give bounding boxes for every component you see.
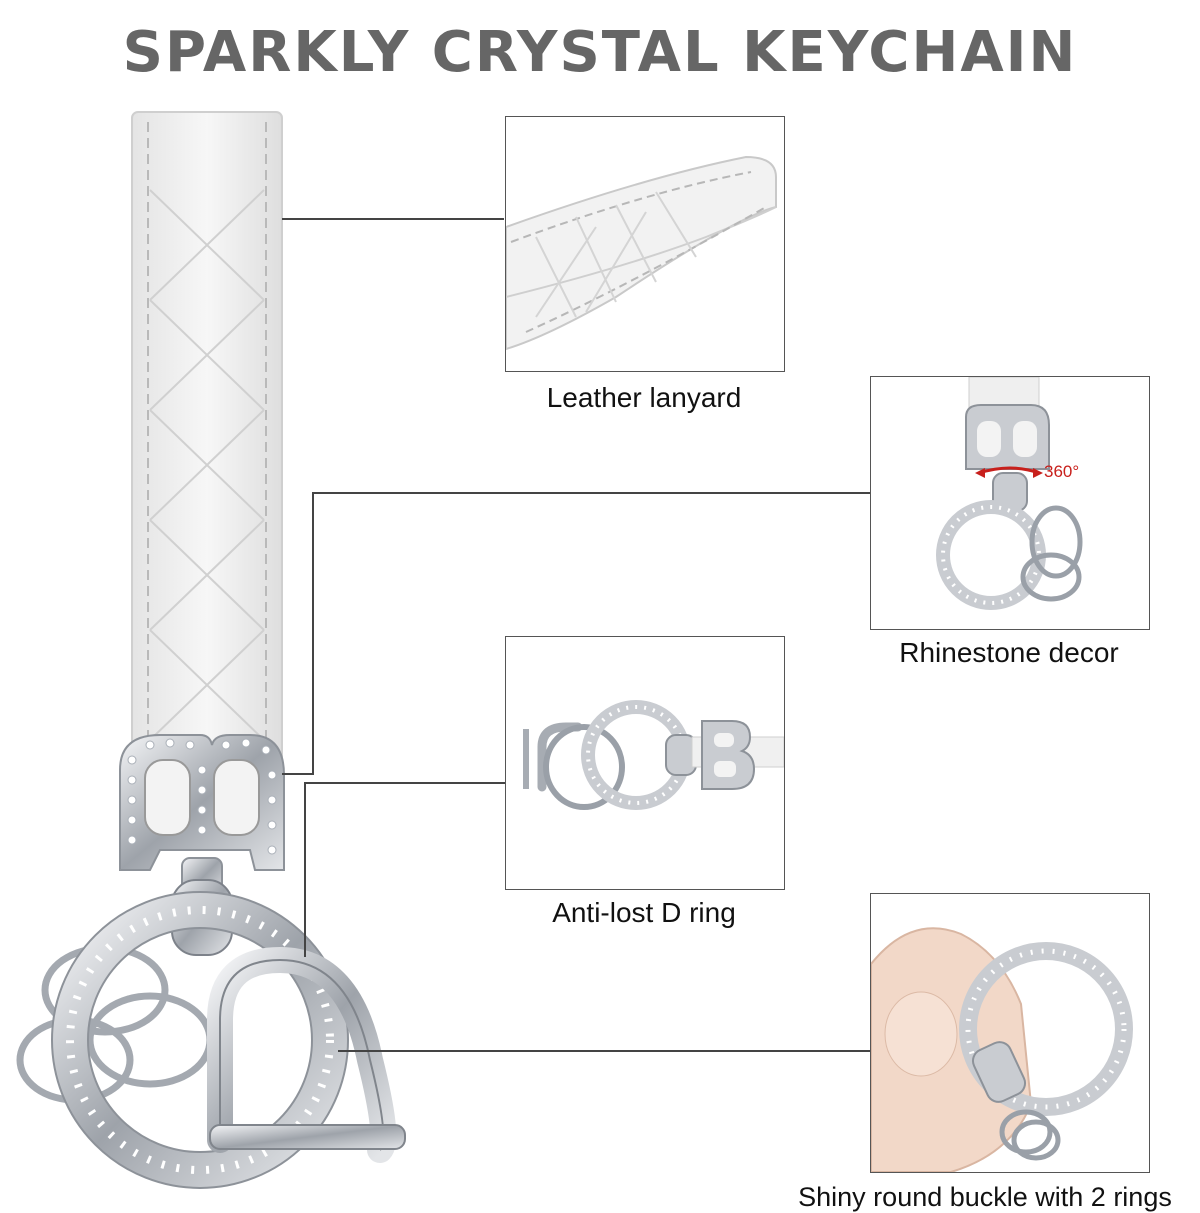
caption-rhinestone-decor: Rhinestone decor bbox=[899, 637, 1119, 668]
rotation-annotation: 360° bbox=[1044, 462, 1079, 481]
leader-line-dring-v bbox=[304, 782, 306, 957]
d-ring bbox=[207, 946, 406, 1163]
split-rings bbox=[16, 944, 214, 1104]
leader-line-rhinestone-v bbox=[312, 492, 314, 775]
round-buckle-image bbox=[871, 927, 1133, 1172]
callout-leather-lanyard bbox=[505, 116, 785, 372]
caption-round-buckle: Shiny round buckle with 2 rings bbox=[798, 1182, 1172, 1212]
page-title: SPARKLY CRYSTAL KEYCHAIN bbox=[122, 20, 1078, 85]
leader-line-buckle bbox=[338, 1050, 870, 1052]
leather-strap bbox=[131, 111, 283, 763]
callout-anti-lost-d-ring bbox=[505, 636, 785, 890]
caption-leather-lanyard: Leather lanyard bbox=[546, 382, 742, 413]
leader-line-rhinestone-stub bbox=[282, 773, 314, 775]
b-letter-clasp bbox=[119, 734, 285, 871]
leader-line-rhinestone-h bbox=[312, 492, 870, 494]
round-buckle bbox=[51, 891, 349, 1189]
leather-lanyard-image bbox=[506, 155, 777, 351]
rhinestone-decor-image: 360° bbox=[936, 377, 1083, 610]
leader-line-dring-h bbox=[304, 782, 506, 784]
callout-round-buckle bbox=[870, 893, 1150, 1173]
leader-line-lanyard bbox=[282, 218, 504, 220]
anti-lost-d-ring-image bbox=[523, 700, 784, 810]
caption-anti-lost-d-ring: Anti-lost D ring bbox=[552, 897, 736, 928]
callout-rhinestone-decor: 360° bbox=[870, 376, 1150, 630]
